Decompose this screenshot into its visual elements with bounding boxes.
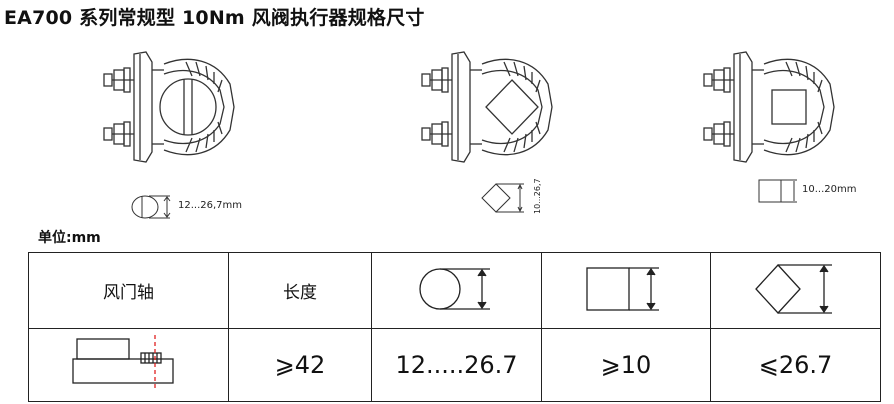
page-title: EA700 系列常规型 10Nm 风阀执行器规格尺寸	[4, 7, 425, 29]
header-length-label: 长度	[283, 283, 317, 303]
actuator-side-view-icon	[71, 335, 174, 391]
header-length: 长度	[228, 252, 372, 329]
spec-table: 风门轴 长度	[28, 252, 881, 402]
header-damper-shaft: 风门轴	[28, 252, 229, 329]
square-shaft-dimension: 10...20mm	[802, 184, 857, 195]
clamp-diagram-round	[103, 51, 235, 163]
value-length-text: ⩾42	[274, 351, 326, 379]
value-square: ⩾10	[541, 328, 711, 402]
header-round-shaft	[371, 252, 542, 329]
actuator-shaft-illustration-cell	[28, 328, 229, 402]
clamp-diagram-square	[703, 51, 835, 163]
diamond-shaft-icon	[754, 263, 832, 314]
table-header-row: 风门轴 长度	[28, 252, 881, 329]
value-square-text: ⩾10	[600, 351, 652, 379]
value-length: ⩾42	[228, 328, 372, 402]
header-damper-shaft-label: 风门轴	[103, 283, 154, 303]
diamond-shaft-dimension: 10...26,7	[533, 178, 542, 214]
square-shaft-dimension-figure	[758, 179, 797, 203]
diamond-shaft-dimension-figure	[481, 183, 524, 213]
unit-label: 单位:mm	[38, 230, 101, 246]
table-value-row: ⩾42 12.....26.7 ⩾10 ⩽26.7	[28, 328, 881, 402]
value-round: 12.....26.7	[371, 328, 542, 402]
value-round-text: 12.....26.7	[395, 351, 518, 379]
round-shaft-dimension: 12...26,7mm	[178, 200, 243, 211]
header-square-shaft	[541, 252, 711, 329]
round-shaft-dimension-figure	[131, 195, 171, 219]
value-diamond: ⩽26.7	[710, 328, 881, 402]
round-shaft-icon	[418, 267, 490, 310]
clamp-diagram-diamond	[421, 51, 553, 163]
square-shaft-icon	[586, 266, 659, 311]
value-diamond-text: ⩽26.7	[758, 351, 833, 379]
header-diamond-shaft	[710, 252, 881, 329]
